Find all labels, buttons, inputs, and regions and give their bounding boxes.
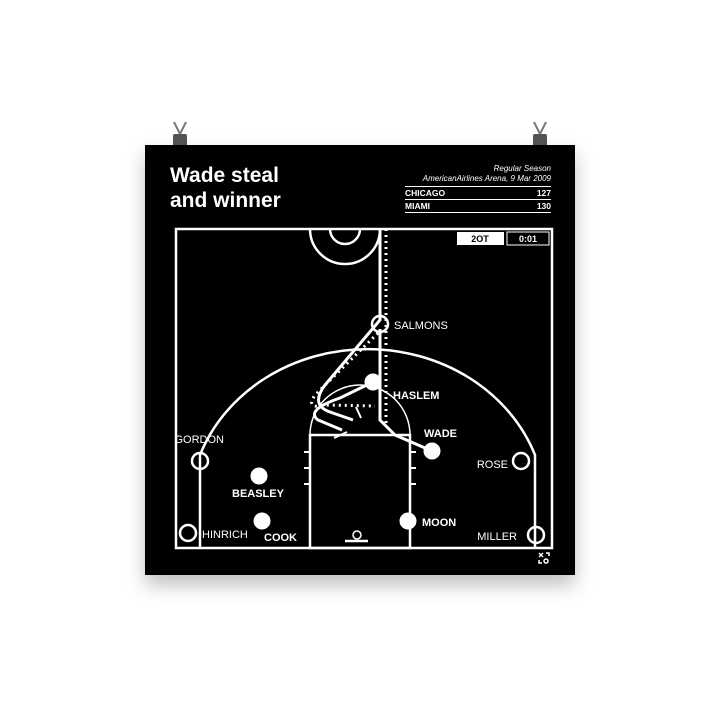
player-marker	[370, 314, 390, 334]
lane-hashes	[304, 451, 416, 485]
period-label: 2OT	[471, 234, 489, 244]
player-label: SALMONS	[394, 320, 448, 332]
player-marker	[526, 525, 546, 545]
play-title: Wade steal and winner	[170, 163, 281, 213]
logo-icon	[538, 552, 550, 564]
team-score: 127	[536, 188, 551, 198]
team-name: CHICAGO	[405, 188, 446, 198]
player-label: ROSE	[477, 459, 508, 471]
team-row: CHICAGO 127	[405, 186, 551, 199]
time-box	[506, 231, 550, 246]
play-paths	[310, 229, 433, 453]
binder-clip-right	[530, 120, 550, 150]
player-label: WADE	[424, 428, 457, 440]
player-marker	[423, 442, 441, 460]
player-label: GORDON	[175, 434, 225, 446]
team-row: MIAMI 130	[405, 199, 551, 213]
player-marker	[190, 451, 210, 471]
player-label: HINRICH	[202, 529, 248, 541]
player-label: BEASLEY	[232, 488, 285, 500]
poster	[145, 145, 575, 575]
basket-icon	[352, 530, 362, 540]
binder-clip-left	[170, 120, 190, 150]
player-marker	[511, 451, 531, 471]
player-label: COOK	[264, 532, 297, 544]
player-marker	[178, 523, 198, 543]
player-label: MOON	[422, 517, 456, 529]
period-box	[457, 232, 504, 245]
title-line-2: and winner	[170, 189, 281, 212]
player-marker	[399, 512, 417, 530]
time-label: 0:01	[519, 234, 537, 244]
player-marker	[250, 467, 268, 485]
title-line-1: Wade steal	[170, 164, 279, 187]
team-name: MIAMI	[405, 201, 431, 211]
team-score: 130	[536, 201, 551, 211]
player-label: HASLEM	[393, 390, 439, 402]
player-marker	[364, 373, 382, 391]
scoreboard: Regular Season AmericanAirlines Arena, 9…	[405, 164, 551, 213]
season-label: Regular Season	[493, 164, 551, 173]
player-label: MILLER	[477, 531, 517, 543]
court-lines	[174, 227, 554, 550]
venue-date: AmericanAirlines Arena, 9 Mar 2009	[422, 174, 551, 183]
player-marker	[253, 512, 271, 530]
